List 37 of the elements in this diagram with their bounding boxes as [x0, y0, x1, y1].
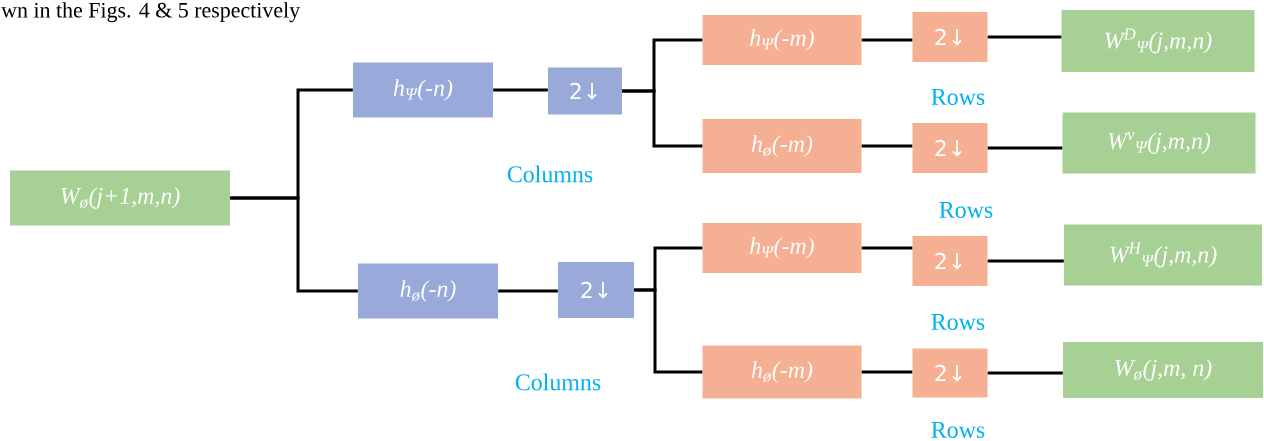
connector-line	[634, 288, 703, 374]
direction-label: Columns	[507, 165, 593, 183]
filter-box: h$_{Ψ}$(-n)	[353, 62, 493, 118]
connector-line	[861, 38, 913, 42]
direction-label: Rows	[931, 89, 985, 105]
coefficient-box: W$^{H}$$_{Ψ}$(j,m,n)	[1064, 224, 1262, 286]
downsample-box: 2↓	[548, 67, 622, 115]
connector-line	[987, 35, 1062, 39]
body-text: wn in the Figs. 4 & 5 respectively	[1, 2, 301, 23]
connector-line	[498, 289, 558, 293]
filter-box: h$_{ø}$(-m)	[702, 345, 862, 399]
connector-line	[987, 259, 1064, 263]
coefficient-box: W$_{ø}$(j+1,m,n)	[10, 170, 230, 226]
direction-label: Rows	[931, 314, 985, 330]
coefficient-box: W$_{ø}$(j,m, n)	[1063, 342, 1263, 398]
downsample-box: 2↓	[558, 262, 634, 318]
connector-line	[861, 144, 913, 148]
direction-label: Rows	[939, 202, 993, 218]
connector-line	[861, 370, 913, 374]
filter-box: h$_{Ψ}$(-m)	[702, 223, 862, 273]
connector-line	[987, 371, 1063, 375]
connector-line	[987, 146, 1063, 150]
connector-line	[493, 88, 548, 92]
connector-line	[622, 89, 703, 148]
filter-box: h$_{ø}$(-m)	[702, 119, 862, 173]
filter-box: h$_{ø}$(-n)	[358, 263, 498, 319]
connector-line	[861, 246, 913, 250]
filter-box: h$_{Ψ}$(-m)	[702, 15, 862, 65]
coefficient-box: W$^{D}$$_{Ψ}$(j,m,n)	[1061, 10, 1255, 72]
direction-label: Rows	[931, 422, 985, 438]
coefficient-box: W$^{v}$$_{Ψ}$(j,m,n)	[1062, 112, 1256, 174]
connector-line	[230, 196, 358, 293]
downsample-box: 2↓	[912, 123, 988, 173]
downsample-box: 2↓	[912, 348, 988, 398]
downsample-box: 2↓	[912, 12, 988, 62]
downsample-box: 2↓	[912, 236, 988, 286]
direction-label: Columns	[515, 373, 601, 391]
